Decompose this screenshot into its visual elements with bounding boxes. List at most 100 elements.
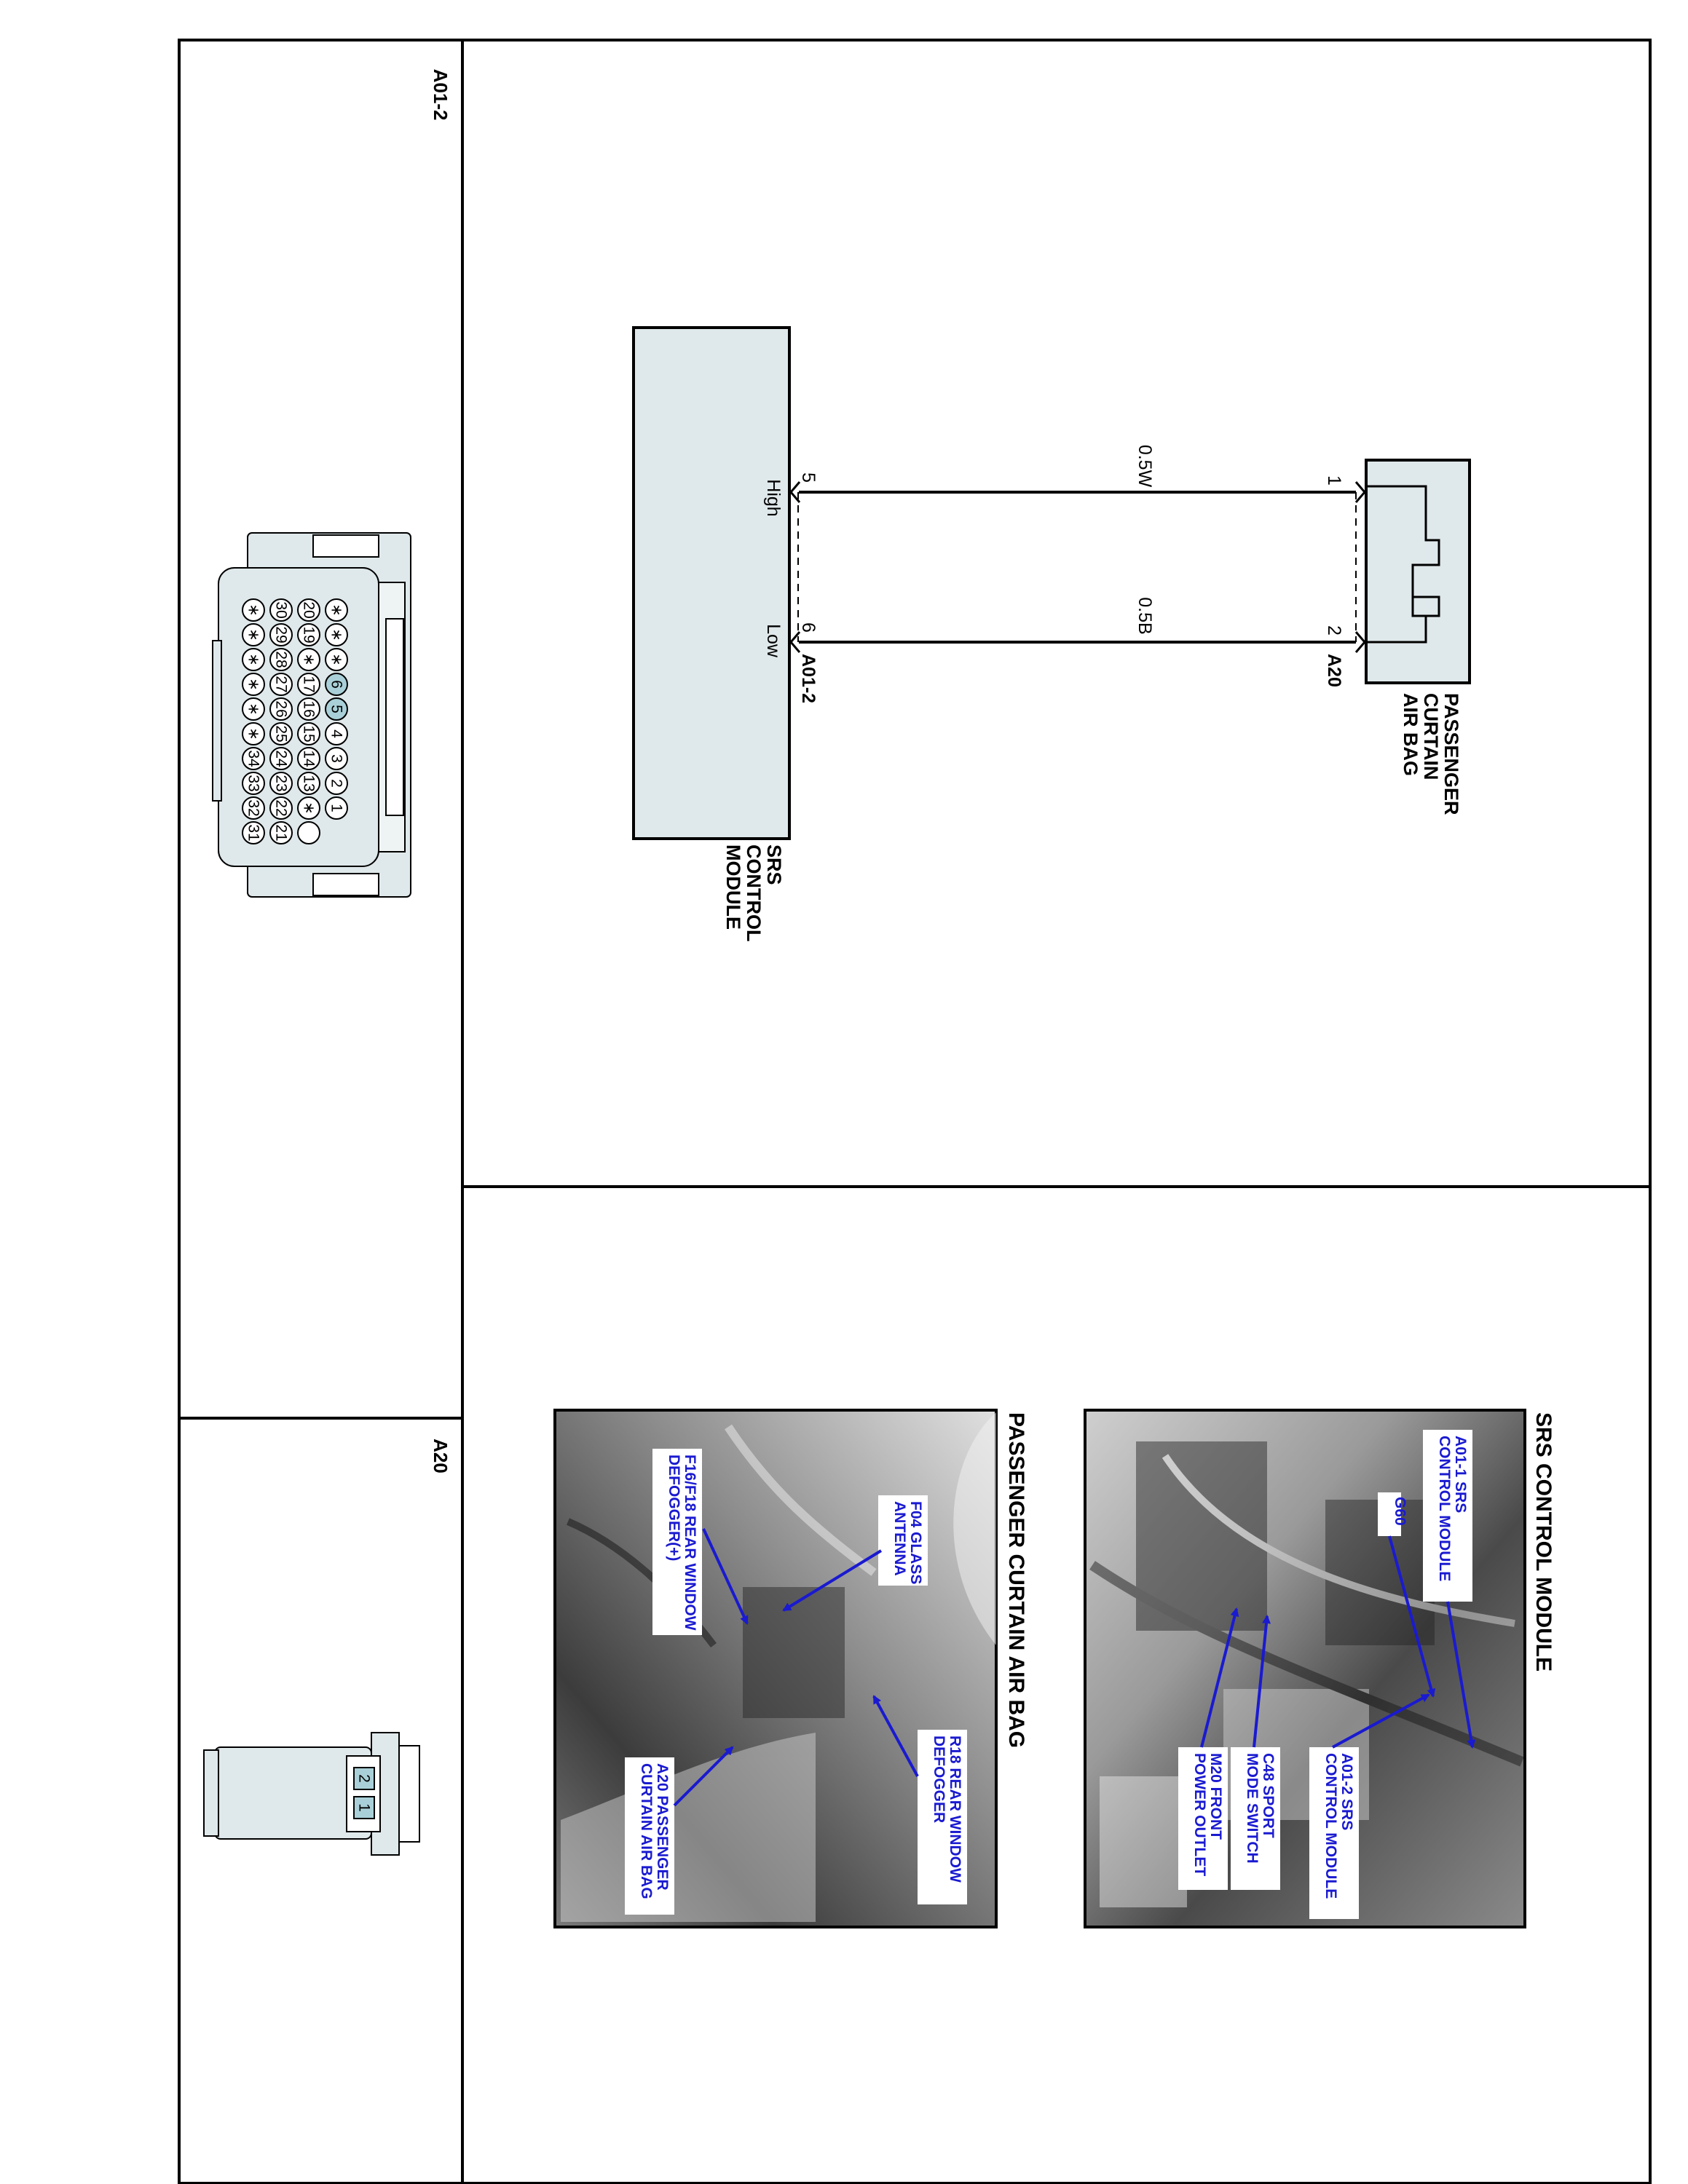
wire-label-1: 0.5W [1135,445,1155,488]
svg-text:14: 14 [301,750,318,767]
svg-text:16: 16 [301,700,318,717]
schematic: SRS CONTROL MODULE PASSENGER CURTAIN AIR… [632,326,1471,947]
callout-f04: F04 GLASS ANTENNA [878,1495,928,1588]
connector-a01-2-panel: A01-2 1 2 3 4 5 6 ∗ ∗ ∗ [212,69,451,898]
svg-text:A01-2 SRS CONTROL MODU: A01-2 SRS CONTROL MODULE [1322,1753,1355,1899]
callout-a20: A20 PASSENGER CURTAIN AIR BAG [625,1757,674,1915]
svg-text:∗: ∗ [301,653,318,666]
svg-text:22: 22 [273,799,290,816]
svg-text:2: 2 [328,779,345,788]
connector-a20-panel: A20 2 1 [203,1439,451,1856]
svg-text:R18 REAR WINDOW DEFOGG: R18 REAR WINDOW DEFOGGER [931,1736,963,1887]
svg-text:28: 28 [273,651,290,668]
srs-photo-title: SRS CONTROL MODULE [1531,1412,1555,1671]
connector-a01-2-pins: 1 2 3 4 5 6 ∗ ∗ ∗ ∗ 13 14 15 16 17 ∗ 19 [242,598,348,844]
svg-text:31: 31 [245,824,262,841]
terminal-chevrons [789,481,1366,653]
page-frame [178,39,1652,2184]
svg-text:32: 32 [245,799,262,816]
pin-row-top: 1 2 3 4 5 6 ∗ ∗ ∗ [325,598,348,820]
svg-text:M20 FRONT POWER OUTLET: M20 FRONT POWER OUTLET [1191,1753,1224,1876]
pin-row-2: ∗ 13 14 15 16 17 ∗ 19 20 [297,598,320,844]
svg-text:A20 PASSENGER CURTAIN: A20 PASSENGER CURTAIN AIR BAG [638,1763,671,1899]
svg-text:21: 21 [273,824,290,841]
svg-text:∗: ∗ [328,628,345,641]
airbag-squib-symbol [1366,485,1440,644]
airbag-photo-texture [561,1412,996,1922]
svg-text:F04 GLASS ANTENNA: F04 GLASS ANTENNA [891,1501,924,1588]
connector-a20-pins: 2 1 [353,1767,375,1819]
svg-text:SRS CONTROL MODULE: SRS CONTROL MODULE [722,844,785,947]
callout-g60: G60 [1378,1492,1408,1536]
svg-text:27: 27 [273,676,290,692]
svg-text:F16/F18 REAR WINDOW DE: F16/F18 REAR WINDOW DEFOGGER(+) [666,1455,698,1634]
connector-a20-drawing [203,1732,420,1856]
srs-module-label-1: SRS [763,844,785,885]
svg-text:20: 20 [301,601,318,618]
pin-row-4: 31 32 33 34 ∗ ∗ ∗ ∗ ∗ ∗ [242,598,265,844]
svg-text:24: 24 [273,750,290,767]
callout-c48: C48 SPORT MODE SWITCH [1231,1747,1280,1890]
svg-text:∗: ∗ [328,604,345,617]
callout-a01-2: A01-2 SRS CONTROL MODULE [1309,1747,1359,1919]
airbag-connector-id: A20 [1324,654,1344,687]
module-pin-5: 5 [798,472,819,483]
srs-photo-panel: SRS CONTROL MODULE A01-1 SRS CONTROL MOD… [1084,1409,1555,1928]
svg-text:∗: ∗ [245,678,262,691]
svg-text:15: 15 [301,725,318,742]
srs-module-label-2: CONTROL [743,844,765,941]
airbag-pin-1: 1 [1324,475,1344,486]
module-signal-low: Low [763,624,784,658]
svg-text:4: 4 [328,729,345,738]
svg-text:∗: ∗ [328,653,345,666]
wire-label-2: 0.5B [1135,597,1155,634]
svg-text:1: 1 [356,1803,373,1812]
svg-text:29: 29 [273,626,290,643]
svg-text:∗: ∗ [245,628,262,641]
srs-callout-arrows [1200,1535,1476,1749]
srs-module-label-3: MODULE [722,844,744,930]
airbag-callout-arrows [673,1528,919,1807]
svg-text:PASSENGER CURTAIN: PASSENGER CURTAIN AIR BAG [1400,693,1462,820]
svg-text:C48 SPORT MODE SWITCH: C48 SPORT MODE SWITCH [1244,1753,1277,1864]
airbag-pin-2: 2 [1324,625,1344,636]
svg-text:3: 3 [328,754,345,763]
passenger-curtain-airbag-box [1365,459,1471,684]
svg-text:23: 23 [273,775,290,791]
pin-row-3: 21 22 23 24 25 26 27 28 29 30 [269,598,293,844]
svg-text:19: 19 [301,626,318,643]
airbag-label-3: AIR BAG [1400,693,1421,776]
module-connector-id: A01-2 [798,654,819,703]
svg-text:∗: ∗ [301,802,318,815]
callout-r18: R18 REAR WINDOW DEFOGGER [918,1730,967,1904]
svg-text:34: 34 [245,750,262,767]
svg-text:2: 2 [356,1774,373,1783]
connector-a20-id: A20 [430,1439,451,1473]
svg-text:25: 25 [273,725,290,742]
callout-m20: M20 FRONT POWER OUTLET [1178,1747,1228,1890]
srs-control-module-box [632,326,791,840]
svg-text:6: 6 [328,680,345,689]
airbag-label-2: CURTAIN [1420,693,1442,780]
svg-text:∗: ∗ [245,653,262,666]
airbag-photo-panel: PASSENGER CURTAIN AIR BAG F04 GLASS ANTE… [553,1409,1028,1928]
svg-text:13: 13 [301,775,318,791]
svg-text:∗: ∗ [245,604,262,617]
svg-text:17: 17 [301,676,318,692]
callout-a01-1: A01-1 SRS CONTROL MODULE [1423,1430,1472,1602]
svg-text:26: 26 [273,700,290,717]
module-signal-high: High [763,479,784,516]
airbag-photo-title: PASSENGER CURTAIN AIR BAG [1004,1412,1028,1748]
airbag-label-1: PASSENGER [1440,693,1462,815]
callout-f16-f18: F16/F18 REAR WINDOW DEFOGGER(+) [652,1449,702,1635]
svg-text:33: 33 [245,775,262,791]
svg-text:5: 5 [328,705,345,713]
module-pin-6: 6 [798,622,819,633]
svg-text:A01-1 SRS CONTROL MODU: A01-1 SRS CONTROL MODULE [1436,1436,1469,1581]
connector-a01-2-id: A01-2 [430,69,451,121]
svg-text:G60: G60 [1392,1497,1408,1526]
svg-text:∗: ∗ [245,703,262,716]
svg-text:∗: ∗ [245,727,262,740]
svg-text:1: 1 [328,804,345,812]
